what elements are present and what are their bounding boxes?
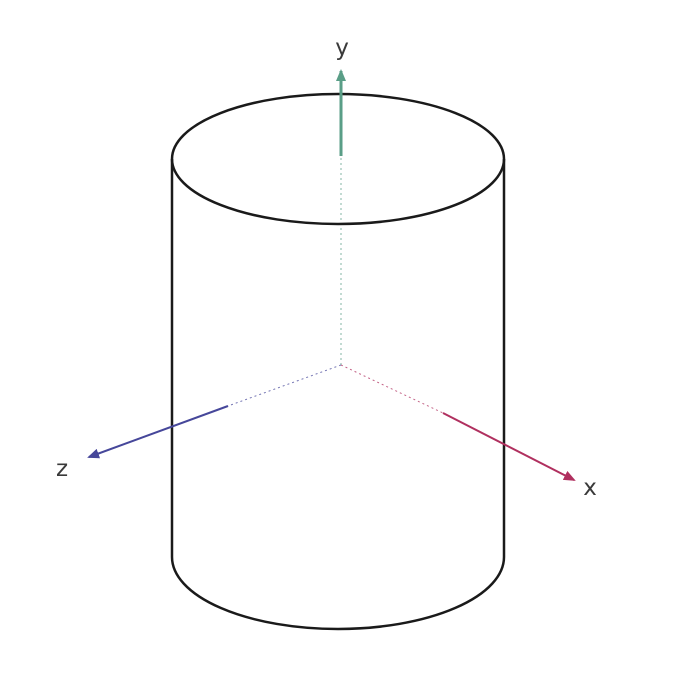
x-axis-arrow xyxy=(442,412,576,481)
cylinder xyxy=(170,92,506,631)
x-axis-hidden-segment xyxy=(340,364,444,414)
z-axis-label: z xyxy=(56,456,68,482)
z-axis-hidden-segment xyxy=(227,364,342,407)
cylinder-bottom-arc xyxy=(170,556,506,631)
x-axis-label: x xyxy=(583,475,597,501)
z-axis-arrow xyxy=(87,405,229,459)
y-axis-label: y xyxy=(335,35,349,61)
cylinder-top-face xyxy=(170,92,506,226)
